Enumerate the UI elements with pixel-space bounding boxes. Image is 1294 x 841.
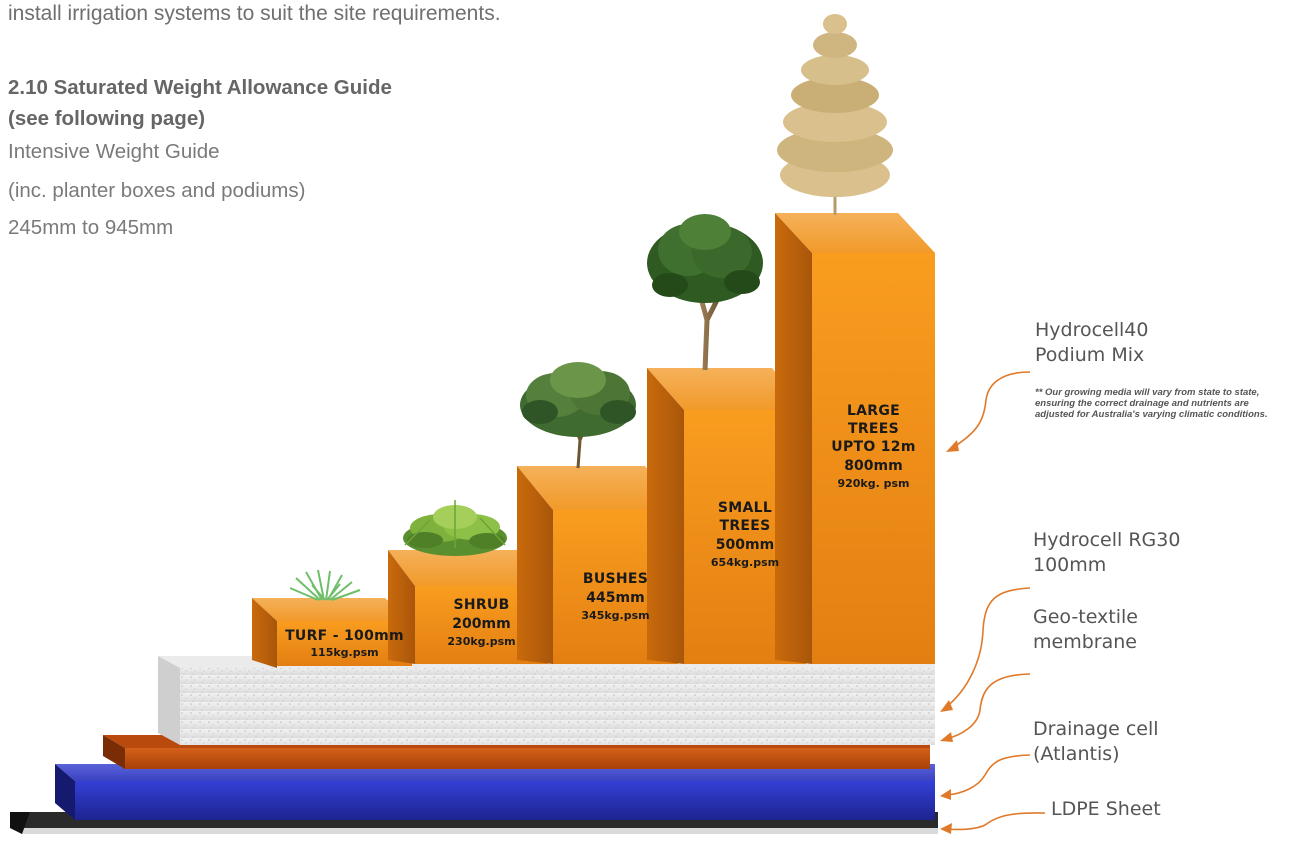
- section-heading-ref: (see following page): [8, 107, 206, 130]
- guide-range: 245mm to 945mm: [8, 216, 174, 239]
- large-tree-icon: [777, 14, 893, 215]
- bushes-depth: 445mm: [586, 590, 645, 606]
- podium-mix-label: Hydrocell40 Podium Mix: [1035, 318, 1148, 368]
- callout-arrows: [944, 371, 1046, 831]
- rg30-gravel-layer: [158, 656, 935, 745]
- drainage-line1: Drainage cell: [1033, 718, 1159, 740]
- large-trees-name-1: LARGE: [846, 403, 901, 419]
- shrub-label: SHRUB 200mm 230kg.psm: [415, 596, 548, 650]
- shrub-name: SHRUB: [453, 597, 510, 613]
- guide-scope: (inc. planter boxes and podiums): [8, 179, 306, 202]
- small-trees-label: SMALL TREES 500mm 654kg.psm: [684, 499, 806, 571]
- drainage-cell-label: Drainage cell (Atlantis): [1033, 717, 1159, 767]
- rg30-line2: 100mm: [1033, 554, 1107, 576]
- ldpe-label: LDPE Sheet: [1051, 798, 1161, 820]
- small-trees-depth: 500mm: [715, 537, 775, 553]
- guide-title: Intensive Weight Guide: [8, 140, 220, 163]
- turf-grass-icon: [289, 569, 361, 601]
- rg30-line1: Hydrocell RG30: [1033, 529, 1181, 551]
- growing-media-note: ** Our growing media will vary from stat…: [1035, 387, 1268, 420]
- large-trees-name-3: UPTO 12m: [831, 439, 916, 455]
- geotextile-label: Geo-textile membrane: [1033, 605, 1138, 655]
- shrub-fern-icon: [403, 500, 507, 556]
- turf-name: TURF - 100mm: [285, 628, 404, 644]
- bush-icon: [520, 362, 636, 469]
- section-heading: 2.10 Saturated Weight Allowance Guide: [8, 76, 392, 99]
- geotextile-line2: membrane: [1033, 631, 1137, 653]
- bushes-name: BUSHES: [582, 571, 649, 587]
- bushes-label: BUSHES 445mm 345kg.psm: [553, 570, 678, 624]
- podium-mix-line2: Podium Mix: [1035, 344, 1145, 366]
- large-trees-depth: 800mm: [844, 458, 903, 474]
- bushes-weight: 345kg.psm: [581, 609, 650, 622]
- drainage-line2: (Atlantis): [1033, 743, 1120, 765]
- drainage-cell-layer: [55, 764, 935, 820]
- small-trees-weight: 654kg.psm: [710, 556, 780, 569]
- shrub-weight: 230kg.psm: [447, 635, 516, 648]
- rg30-label: Hydrocell RG30 100mm: [1033, 528, 1180, 578]
- small-trees-name-1: SMALL: [717, 500, 773, 516]
- callout-arrowheads: [940, 440, 959, 834]
- large-trees-label: LARGE TREES UPTO 12m 800mm 920kg. psm: [812, 402, 935, 492]
- large-trees-weight: 920kg. psm: [837, 477, 910, 490]
- podium-mix-line1: Hydrocell40: [1035, 319, 1149, 341]
- small-tree-icon: [647, 214, 763, 371]
- intro-text: install irrigation systems to suit the s…: [8, 2, 501, 25]
- small-trees-name-2: TREES: [719, 518, 771, 534]
- turf-weight: 115kg.psm: [310, 646, 379, 659]
- geotextile-line1: Geo-textile: [1033, 606, 1138, 628]
- large-trees-name-2: TREES: [847, 421, 900, 437]
- turf-label: TURF - 100mm 115kg.psm: [277, 627, 412, 661]
- shrub-depth: 200mm: [452, 616, 511, 632]
- large-trees-block: [775, 213, 935, 664]
